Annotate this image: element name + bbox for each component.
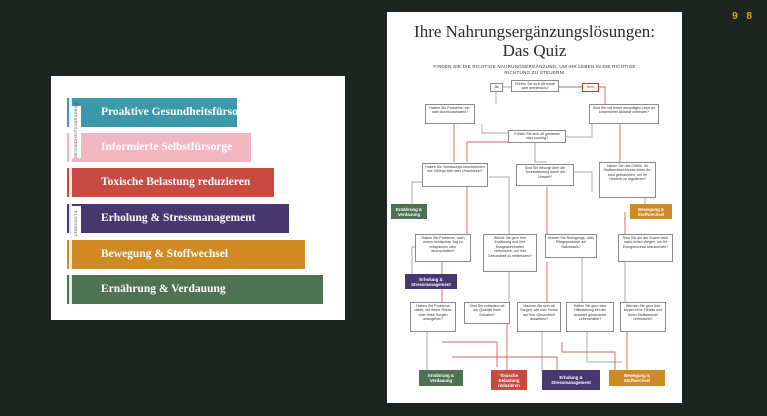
pyramid-level-proactive-health: Proaktive Gesundheitsfürsorge [67, 98, 254, 127]
question-fitness: Würden Sie gern Ihre körper-liche Fitnes… [620, 302, 666, 332]
pyramid-level-label: Bewegung & Stoffwechsel [101, 248, 229, 260]
question-activity: Sind Sie mit Ihrem derzeitigen Level an … [589, 104, 659, 124]
question-natural-products: Nutzen Sie Reinigungs- oder Pflegeproduk… [545, 234, 597, 258]
question-nutrition: Würde Sie gern Ihre Ernährung und Ihre E… [483, 234, 537, 272]
question-relax: Haben Sie Probleme, nach einem hektische… [415, 234, 471, 262]
question-tired: Fühlen Sie sich oft müde oder antriebslo… [511, 80, 559, 92]
quiz-page: Ihre Nahrungsergänzungslösungen: Das Qui… [387, 12, 682, 403]
pyramid-level-movement-metabolism: Bewegung & Stoffwechsel [67, 240, 305, 269]
question-toxins: Sind Sie besorgt über die Toxinbelastung… [516, 164, 574, 186]
result-recovery-stress-bottom: Erholung & Stressmanagement [542, 370, 600, 390]
result-nutrition-digestion-bottom: Ernährung & Verdauung [419, 370, 463, 386]
question-energy: Sind Sie auf der Suche nach natür-lichen… [618, 234, 673, 262]
pyramid-level-nutrition-digestion: Ernährung & Verdauung [67, 275, 323, 304]
pyramid-level-label: Ernährung & Verdauung [101, 283, 226, 295]
question-metabolism: Haben Sie das Gefühl, Ihr Stoffwechsel k… [599, 162, 656, 198]
side-label-lifestyle: LEBENSSTIL [71, 206, 81, 240]
side-label-health-care: GESUNDHEITSVORSORGE [71, 102, 81, 158]
pyramid-level-toxic-load: Toxische Belastung reduzieren [67, 168, 274, 197]
result-movement-metabolism-bottom: Bewegung & Stoffwechsel [609, 370, 665, 386]
pyramid-level-label: Toxische Belastung reduzieren [101, 176, 251, 188]
quiz-title-line1: Ihre Nahrungsergänzungslösungen: [414, 22, 655, 41]
result-toxic-load: Toxische Belastung reduzieren [491, 370, 527, 390]
question-sleep-quality: Sind Sie zufrieden mit der Qualität Ihre… [464, 302, 510, 324]
result-nutrition-digestion: Ernährung & Verdauung [391, 204, 427, 219]
pyramid-panel: Proaktive Gesundheitsfürsorge Informiert… [51, 76, 345, 320]
pyramid-level-label: Proaktive Gesundheitsfürsorge [101, 106, 254, 118]
pyramid-level-recovery-stress: Erholung & Stressmanagement [67, 204, 289, 233]
pyramid-level-label: Erholung & Stressmanagement [101, 212, 256, 224]
page-number: 9 8 [732, 11, 755, 22]
quiz-subtitle: FINDEN SIE DIE RICHTIGE NAHRUNGSERGÄNZUN… [433, 64, 636, 75]
result-recovery-stress: Erholung & Stressmanagement [405, 274, 457, 289]
question-sleep: Haben Sie Probleme, ein- oder durchzusch… [425, 104, 475, 124]
question-food-choice: Hätten Sie gern eine Hilfestellung bei d… [566, 302, 614, 332]
question-toxin-worry: Machen Sie sich oft Sorgen, wie sich Tox… [517, 302, 561, 332]
question-digestion: Haben Sie Verdauungs-beschwerden wie Völ… [422, 163, 488, 187]
pyramid-level-label: Informierte Selbstfürsorge [101, 141, 233, 153]
yes-pill: Ja [490, 83, 503, 92]
quiz-title-line2: Das Quiz [502, 41, 567, 60]
question-stress-coping: Haben Sie Probleme dabei, mit Ihrem Stre… [410, 302, 456, 332]
question-stress: Fühlen Sie sich oft gestresst oder unruh… [508, 130, 566, 143]
pyramid-level-informed-selfcare: Informierte Selbstfürsorge [67, 133, 251, 162]
result-movement-metabolism: Bewegung & Stoffwechsel [630, 204, 672, 219]
no-pill: Nein [582, 83, 599, 92]
